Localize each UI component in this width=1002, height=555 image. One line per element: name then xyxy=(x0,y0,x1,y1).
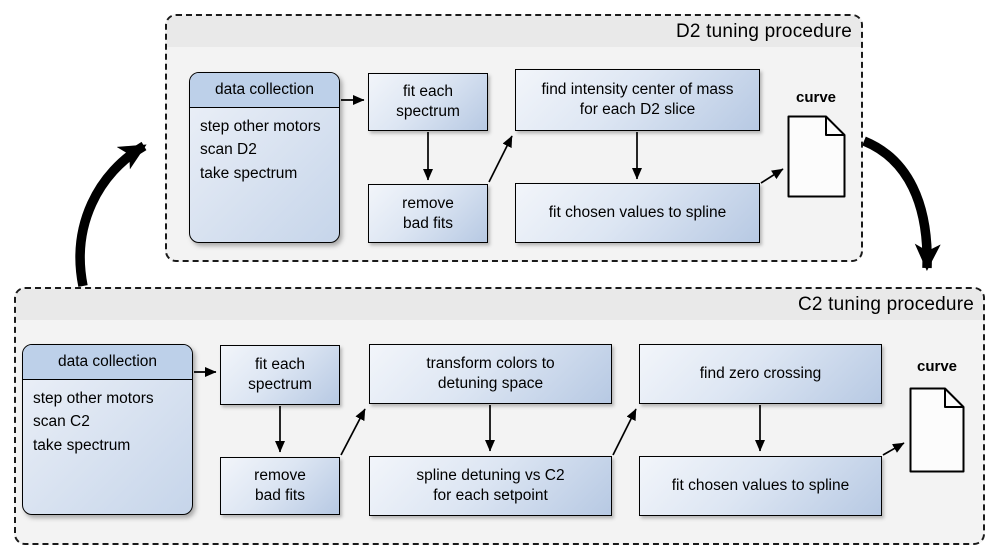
c2-data-collection-header: data collection xyxy=(23,345,192,380)
d2-curve-label: curve xyxy=(795,89,837,106)
d2-fit-each-spectrum-node: fit each spectrum xyxy=(368,73,488,131)
c2-panel-title: C2 tuning procedure xyxy=(798,293,974,315)
c2-remove-bad-fits-node: remove bad fits xyxy=(220,457,340,515)
c2-fit-each-spectrum-node: fit each spectrum xyxy=(220,345,340,405)
c2-curve-label: curve xyxy=(916,358,958,375)
arrow-c2-to-d2-big xyxy=(75,141,147,287)
d2-remove-bad-fits-node: remove bad fits xyxy=(368,184,488,243)
d2-panel-title: D2 tuning procedure xyxy=(676,20,852,42)
d2-data-collection-box: data collection step other motors scan D… xyxy=(189,72,340,243)
d2-curve-document-icon xyxy=(787,115,846,198)
c2-curve-document-icon xyxy=(909,387,965,473)
arrow-d2-to-c2-big xyxy=(862,136,941,271)
d2-panel-titlebar: D2 tuning procedure xyxy=(167,16,861,47)
c2-find-zero-crossing-node: find zero crossing xyxy=(639,344,882,404)
d2-data-collection-steps: step other motors scan D2 take spectrum xyxy=(200,118,321,182)
d2-data-collection-header: data collection xyxy=(190,73,339,108)
c2-panel-titlebar: C2 tuning procedure xyxy=(16,289,983,320)
c2-fit-chosen-values-node: fit chosen values to spline xyxy=(639,456,882,516)
c2-data-collection-box: data collection step other motors scan C… xyxy=(22,344,193,515)
c2-transform-colors-node: transform colors to detuning space xyxy=(369,344,612,404)
c2-spline-detuning-node: spline detuning vs C2 for each setpoint xyxy=(369,456,612,516)
d2-fit-chosen-values-node: fit chosen values to spline xyxy=(515,183,760,243)
c2-data-collection-steps: step other motors scan C2 take spectrum xyxy=(33,390,154,454)
d2-find-intensity-node: find intensity center of mass for each D… xyxy=(515,69,760,131)
